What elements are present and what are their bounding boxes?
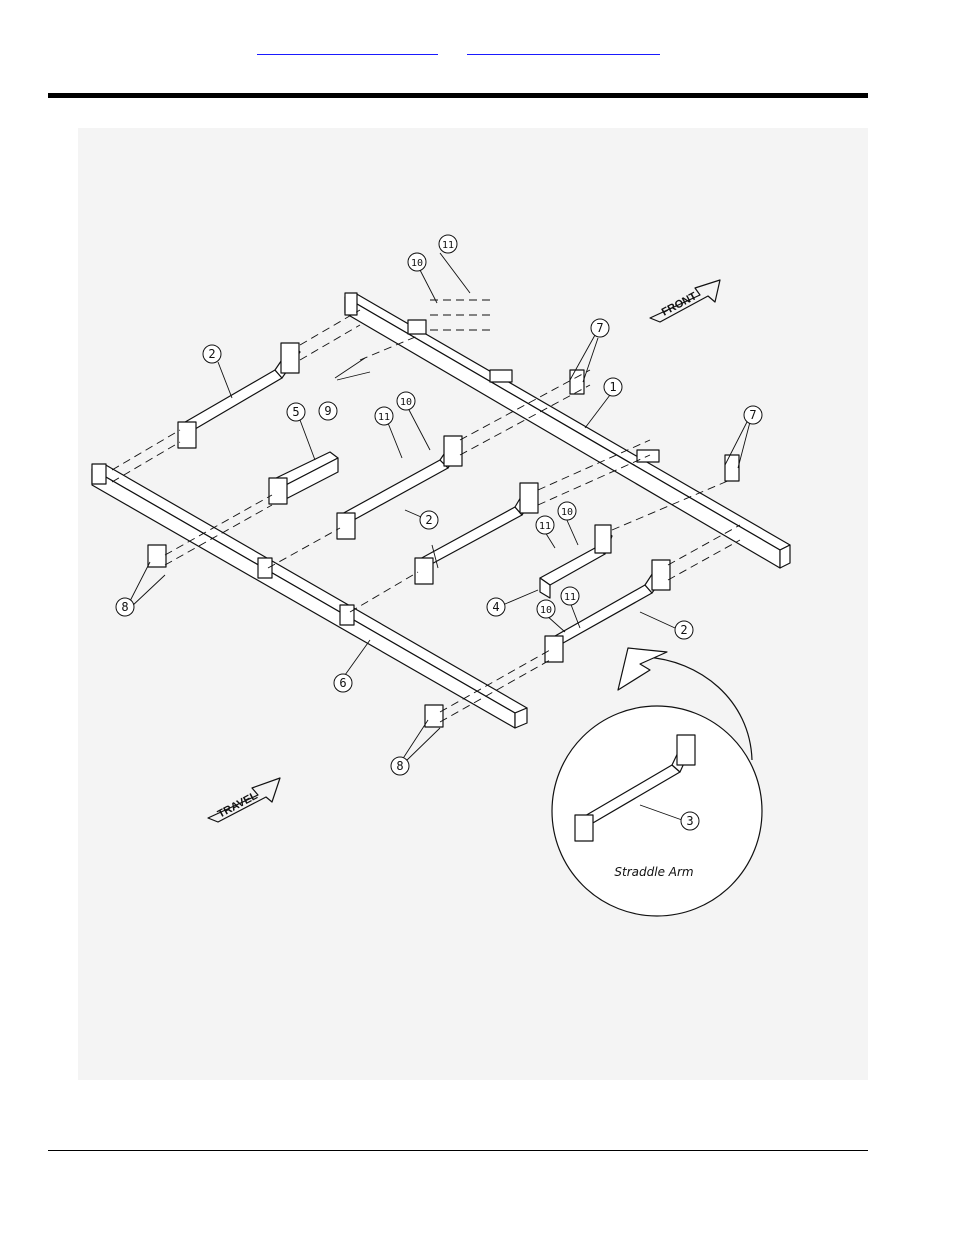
footer-rule (48, 1150, 868, 1151)
svg-text:10: 10 (400, 397, 412, 408)
svg-text:10: 10 (540, 605, 552, 616)
svg-text:11: 11 (378, 412, 390, 423)
svg-text:8: 8 (396, 759, 403, 773)
item-3-callout: 3 (680, 811, 700, 831)
travel-arrow (207, 777, 281, 823)
item-5-callout: 5 (286, 402, 306, 422)
header-link-1[interactable] (257, 38, 438, 55)
travel-arrow-label: TRAVEL (216, 790, 260, 821)
svg-text:2: 2 (425, 513, 432, 527)
straddle-arm-label: Straddle Arm (614, 865, 693, 879)
item-10-callout: 10 (536, 599, 556, 619)
svg-text:11: 11 (442, 240, 454, 251)
item-8-callout: 8 (390, 756, 410, 776)
item-7-callout: 7 (743, 405, 763, 425)
svg-text:6: 6 (339, 676, 346, 690)
svg-text:11: 11 (564, 592, 576, 603)
item-11-callout: 11 (535, 515, 555, 535)
item-6-callout: 6 (333, 673, 353, 693)
svg-text:5: 5 (292, 405, 299, 419)
u-bolts-8 (147, 544, 444, 728)
item-2-callout: 2 (419, 510, 439, 530)
item-1-callout: 1 (603, 377, 623, 397)
svg-text:4: 4 (492, 600, 499, 614)
item-4-callout: 4 (486, 597, 506, 617)
svg-text:3: 3 (686, 814, 693, 828)
arm-4-short (539, 524, 613, 599)
header-rule (48, 93, 868, 98)
item-9-callout: 9 (318, 401, 338, 421)
svg-text:11: 11 (539, 521, 551, 532)
arm-2-lower-center (414, 482, 539, 585)
svg-text:10: 10 (561, 507, 573, 518)
svg-text:2: 2 (208, 347, 215, 361)
item-2-callout: 2 (674, 620, 694, 640)
svg-text:7: 7 (749, 408, 756, 422)
item-11-callout: 11 (560, 586, 580, 606)
main-tube-1 (344, 292, 791, 569)
svg-text:1: 1 (609, 380, 616, 394)
item-10-callout: 10 (557, 501, 577, 521)
svg-text:7: 7 (596, 321, 603, 335)
item-7-callout: 7 (590, 318, 610, 338)
main-tube-6 (91, 463, 528, 729)
svg-text:2: 2 (680, 623, 687, 637)
item-8-callout: 8 (115, 597, 135, 617)
item-10-callout: 10 (407, 252, 427, 272)
drawing-panel (78, 128, 868, 1080)
arm-2-upper-left (177, 342, 301, 449)
arm-2-lower-right (544, 559, 671, 663)
front-arrow (649, 279, 721, 323)
item-11-callout: 11 (438, 234, 458, 254)
svg-text:10: 10 (411, 258, 423, 269)
item-2-callout: 2 (202, 344, 222, 364)
svg-text:9: 9 (324, 404, 331, 418)
straddle-arm-detail (574, 734, 696, 842)
arm-2-center (336, 435, 463, 540)
item-10-callout: 10 (396, 391, 416, 411)
arm-5-stub (268, 451, 339, 505)
svg-text:8: 8 (121, 600, 128, 614)
header-link-2[interactable] (467, 38, 660, 55)
item-11-callout: 11 (374, 406, 394, 426)
u-bolts-tube-1 (407, 319, 740, 482)
